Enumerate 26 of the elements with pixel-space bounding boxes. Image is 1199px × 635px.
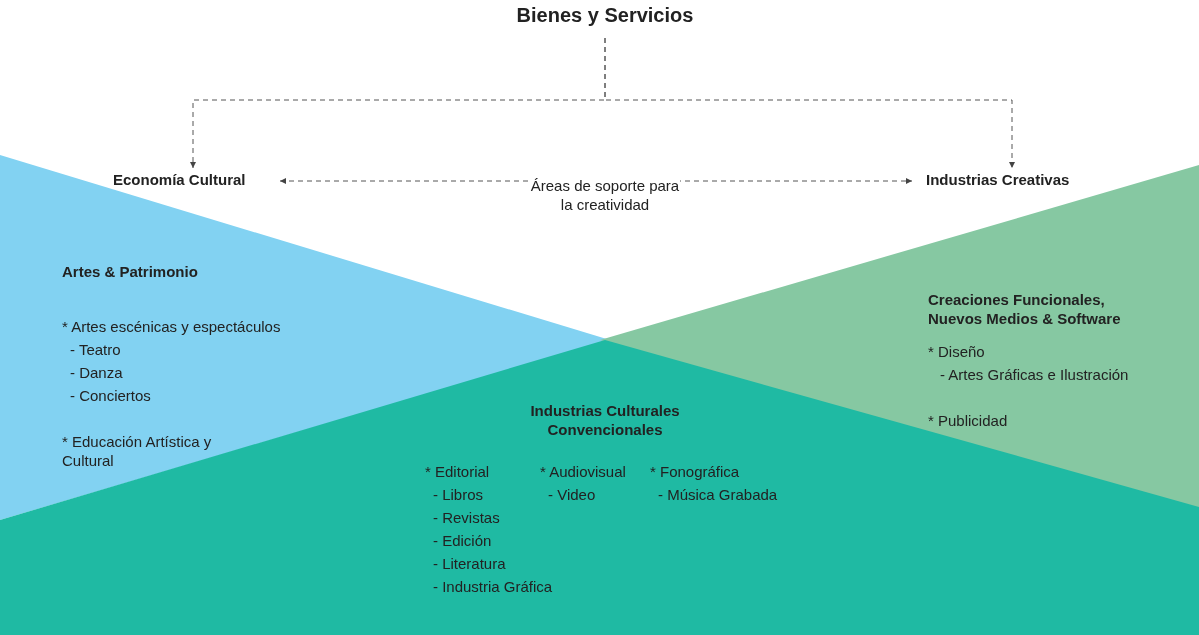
list-item-text: - Revistas xyxy=(433,508,500,527)
heading-text: Bienes y Servicios xyxy=(515,6,695,25)
list-item-text: - Música Grabada xyxy=(658,485,778,504)
list-item-text: * Diseño xyxy=(928,342,985,361)
list-item-text: - Literatura xyxy=(433,554,506,573)
dashed-arrow xyxy=(604,37,1015,169)
list-item-text: - Conciertos xyxy=(70,386,151,405)
heading-text: Industrias Culturales Convencionales xyxy=(529,401,681,439)
heading-text: Industrias Creativas xyxy=(926,170,1071,189)
heading-text: Artes & Patrimonio xyxy=(62,262,198,281)
list-item-text: - Libros xyxy=(433,485,484,504)
triangle-region xyxy=(0,340,1199,635)
list-item-text: - Teatro xyxy=(70,340,121,359)
list-item-text: - Industria Gráfica xyxy=(433,577,553,596)
list-item-text: - Danza xyxy=(70,363,123,382)
heading-text: Economía Cultural xyxy=(113,170,247,189)
list-item-text: - Video xyxy=(548,485,596,504)
heading-text: Creaciones Funcionales, Nuevos Medios & Software xyxy=(928,290,1122,328)
list-item-text: - Edición xyxy=(433,531,492,550)
list-item-text: * Fonográfica xyxy=(650,462,740,481)
list-item-text: - Artes Gráficas e Ilustración xyxy=(940,365,1129,384)
list-item-text: * Educación Artística y Cultural xyxy=(62,432,212,470)
list-item-text: * Publicidad xyxy=(928,411,1008,430)
list-item-text: * Audiovisual xyxy=(540,462,626,481)
list-item-text: * Artes escénicas y espectáculos xyxy=(62,317,281,336)
list-item-text: * Editorial xyxy=(425,462,490,481)
